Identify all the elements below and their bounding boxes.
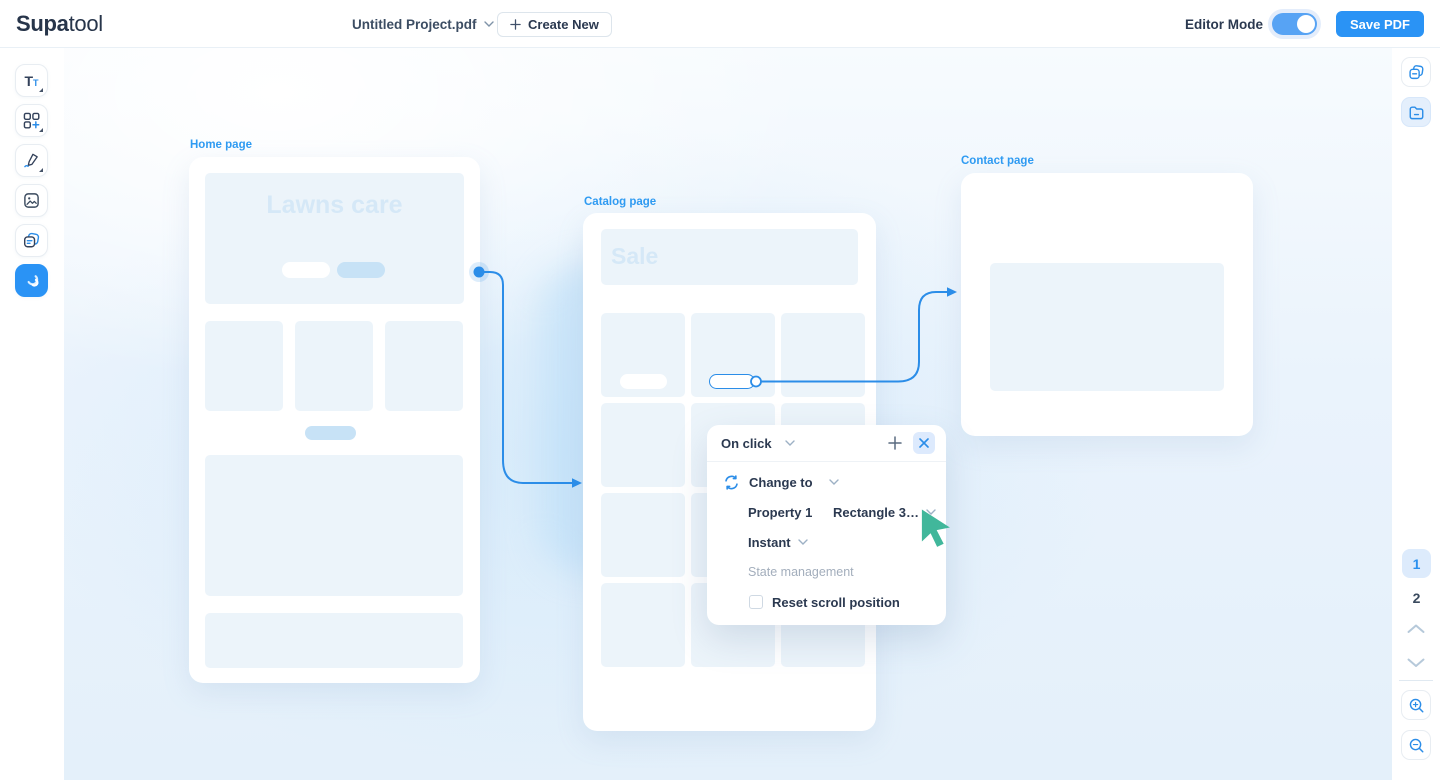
link-loop-icon [27,274,38,287]
plus-icon [510,19,521,30]
draw-tool-button[interactable] [15,144,48,177]
flyout-corner-icon [39,128,43,132]
slides-icon [1408,64,1423,79]
logo-light: tool [68,11,104,36]
catalog-card [601,313,685,397]
home-hero-button-blue [337,262,385,278]
artboard-label-catalog[interactable]: Catalog page [584,196,657,208]
save-pdf-button[interactable]: Save PDF [1336,11,1424,37]
interaction-popup: On click [707,425,946,625]
catalog-card [781,313,865,397]
reset-scroll-label: Reset scroll position [772,594,900,610]
zoom-out-button[interactable] [1401,730,1431,760]
chevron-down-icon [797,539,808,545]
home-content-block [205,455,463,596]
chevron-down-icon [828,479,839,485]
home-footer-block [205,613,463,668]
create-new-button[interactable]: Create New [497,12,612,37]
page-down-button[interactable] [1406,656,1426,674]
swap-icon [723,474,740,491]
chevron-down-icon [483,21,494,27]
flyout-corner-icon [39,168,43,172]
home-card-3 [385,321,463,411]
project-title: Untitled Project.pdf [352,16,477,32]
home-hero-text: Lawns care [266,191,403,219]
chevron-down-icon [926,509,936,515]
contact-content-block [990,263,1224,391]
create-new-label: Create New [528,17,599,32]
page-thumbnail-1[interactable]: 1 [1402,549,1431,578]
property-label: Property 1 [748,504,813,520]
home-hero-block: Lawns care [205,173,464,304]
shapes-tool-button[interactable] [15,104,48,137]
chevron-up-icon [1407,624,1425,633]
action-dropdown[interactable]: Change to [749,474,813,490]
artboard-label-home[interactable]: Home page [190,139,252,151]
zoom-in-icon [1409,698,1423,712]
image-tool-button[interactable] [15,184,48,217]
home-card-2 [295,321,373,411]
home-hero-button-light [282,262,330,278]
text-tool-glyph-small: T [33,77,39,88]
text-tool-glyph: T [24,72,34,89]
home-center-button [305,426,356,440]
popup-header: On click [707,425,946,462]
pen-icon [24,153,38,168]
left-tool-rail: T T [0,48,64,780]
close-icon [919,438,929,448]
artboard-home[interactable]: Lawns care [189,157,480,683]
toggle-knob [1297,15,1316,33]
flyout-corner-icon [39,88,43,92]
timing-dropdown[interactable]: Instant [748,534,791,550]
trigger-dropdown[interactable]: On click [721,436,795,451]
editor-mode-label: Editor Mode [1185,16,1264,32]
zoom-in-button[interactable] [1401,690,1431,720]
zoom-out-icon [1409,738,1423,752]
interactions-tool-button[interactable] [15,264,48,297]
rail-divider [1399,680,1433,681]
page-number: 1 [1412,555,1421,572]
files-panel-button[interactable] [1401,97,1431,127]
text-tool-button[interactable]: T T [15,64,48,97]
artboard-label-contact[interactable]: Contact page [961,155,1034,167]
project-title-dropdown[interactable]: Untitled Project.pdf [352,0,494,48]
pages-panel-button[interactable] [1401,57,1431,87]
image-icon [24,193,39,208]
page-up-button[interactable] [1406,622,1426,640]
page-number: 2 [1412,589,1421,606]
plus-icon [888,436,902,450]
catalog-sale-text: Sale [611,243,659,269]
property-value-dropdown[interactable]: Rectangle 3… [833,504,919,520]
folder-icon [1409,106,1423,119]
catalog-card [601,403,685,487]
right-rail: 1 2 [1392,48,1440,780]
artboard-contact[interactable] [961,173,1253,436]
trigger-label: On click [721,435,772,451]
editor-mode-toggle[interactable] [1272,13,1318,35]
close-popup-button[interactable] [913,432,935,454]
reset-scroll-checkbox[interactable] [749,595,763,609]
home-card-1 [205,321,283,411]
state-management-label: State management [748,565,854,579]
catalog-card-button [620,374,667,389]
chevron-down-icon [1407,658,1425,667]
page-thumbnail-2[interactable]: 2 [1402,583,1431,612]
chevron-down-icon [784,440,795,446]
catalog-selected-button[interactable] [709,374,755,389]
stickers-tool-button[interactable] [15,224,48,257]
add-interaction-button[interactable] [884,432,906,454]
catalog-card [601,583,685,667]
logo-bold: Supa [16,11,69,36]
stickers-icon [23,232,40,248]
catalog-card [601,493,685,577]
catalog-sale-banner: Sale [601,229,858,285]
shapes-icon [23,112,40,129]
